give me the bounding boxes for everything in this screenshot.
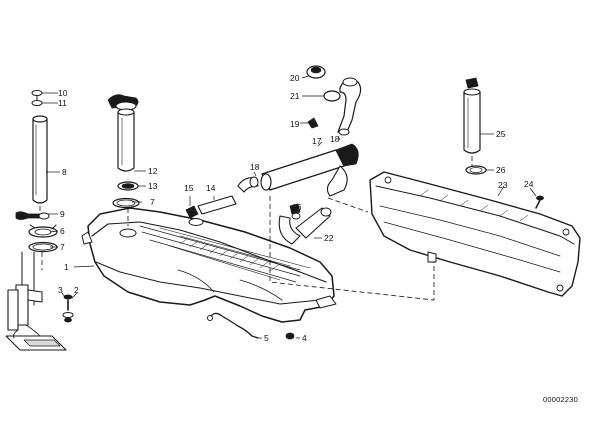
callout-labels: 1 2 3 4 5 6 7 7 8 9 10 11 12 13 14 15 16…	[58, 73, 534, 343]
fuel-tank	[81, 207, 337, 323]
screw-24	[535, 195, 544, 209]
callout-7-middle: 7	[150, 197, 155, 207]
callout-3: 3	[58, 285, 63, 295]
callout-7-left: 7	[60, 242, 65, 252]
leader-lines	[42, 75, 537, 339]
filler-pipe	[260, 143, 359, 197]
assembly-lines	[39, 156, 473, 301]
level-sender-assembly	[107, 94, 140, 209]
fuel-hoses-small	[185, 176, 259, 219]
filler-neck	[306, 65, 362, 136]
callout-2: 2	[74, 285, 79, 295]
callout-25: 25	[496, 129, 506, 139]
callout-5: 5	[264, 333, 269, 343]
callout-12: 12	[148, 166, 158, 176]
expansion-tank-sender	[463, 77, 487, 175]
expansion-tank	[369, 171, 581, 297]
fuel-pump-sender-assembly	[5, 90, 67, 351]
callout-16: 16	[292, 202, 302, 212]
sensor-cable	[207, 312, 295, 340]
callout-10: 10	[58, 88, 68, 98]
callout-9: 9	[60, 209, 65, 219]
callout-24: 24	[524, 179, 534, 189]
callout-4: 4	[302, 333, 307, 343]
callout-23: 23	[498, 180, 508, 190]
vent-hose	[278, 203, 332, 245]
callout-22: 22	[324, 233, 334, 243]
callout-26: 26	[496, 165, 506, 175]
callout-19: 19	[290, 119, 300, 129]
callout-15: 15	[184, 183, 194, 193]
callout-17: 17	[312, 136, 322, 146]
callout-1: 1	[64, 262, 69, 272]
callout-14: 14	[206, 183, 216, 193]
callout-20: 20	[290, 73, 300, 83]
callout-11: 11	[58, 98, 67, 108]
mounting-bolts	[62, 294, 74, 323]
document-number: 00002230	[543, 395, 578, 404]
callout-21: 21	[290, 91, 300, 101]
callout-13: 13	[148, 181, 158, 191]
callout-18-right: 18	[330, 134, 340, 144]
callout-18-upper: 18	[250, 162, 260, 172]
callout-6: 6	[60, 226, 65, 236]
callout-8: 8	[62, 167, 67, 177]
